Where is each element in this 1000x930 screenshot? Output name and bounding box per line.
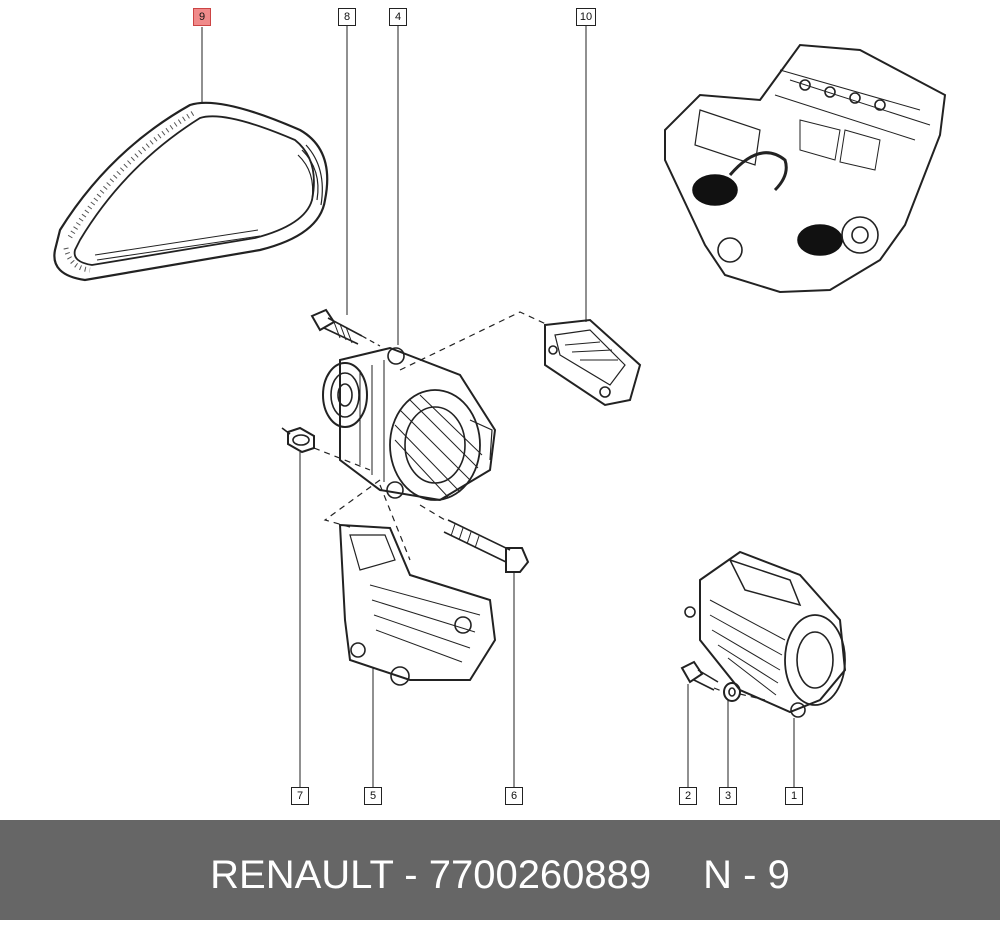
position-label: N - 9 xyxy=(703,853,790,897)
part-number: 7700260889 xyxy=(428,853,652,897)
callout-7: 7 xyxy=(291,787,309,805)
washer-part-3 xyxy=(723,682,741,702)
engine-block-illustration xyxy=(664,43,947,294)
callout-leader-lines xyxy=(201,26,795,787)
callout-8: 8 xyxy=(338,8,356,26)
bracket-part-10 xyxy=(544,318,642,407)
callout-3: 3 xyxy=(719,787,737,805)
callout-2: 2 xyxy=(679,787,697,805)
callout-10: 10 xyxy=(576,8,596,26)
brand-name: RENAULT xyxy=(210,853,394,897)
alternator-part-4 xyxy=(322,346,497,502)
mounting-bracket-part-5 xyxy=(338,523,497,686)
assembly-dashed-lines xyxy=(313,311,766,701)
callout-4: 4 xyxy=(389,8,407,26)
footer-caption: RENAULT - 7700260889 N - 9 xyxy=(0,820,1000,920)
starter-motor-part-1 xyxy=(684,550,847,718)
callout-9: 9 xyxy=(193,8,211,26)
bolt-part-2 xyxy=(680,660,719,691)
footer-bar: RENAULT - 7700260889 N - 9 xyxy=(0,820,1000,920)
callout-6: 6 xyxy=(505,787,523,805)
nut-part-7 xyxy=(281,426,315,454)
callout-1: 1 xyxy=(785,787,803,805)
exploded-parts-diagram xyxy=(53,26,947,787)
bolt-part-8 xyxy=(310,308,381,347)
separator: - xyxy=(393,853,429,897)
bolt-part-6 xyxy=(443,519,530,573)
belt-part-9 xyxy=(53,101,329,282)
callout-5: 5 xyxy=(364,787,382,805)
